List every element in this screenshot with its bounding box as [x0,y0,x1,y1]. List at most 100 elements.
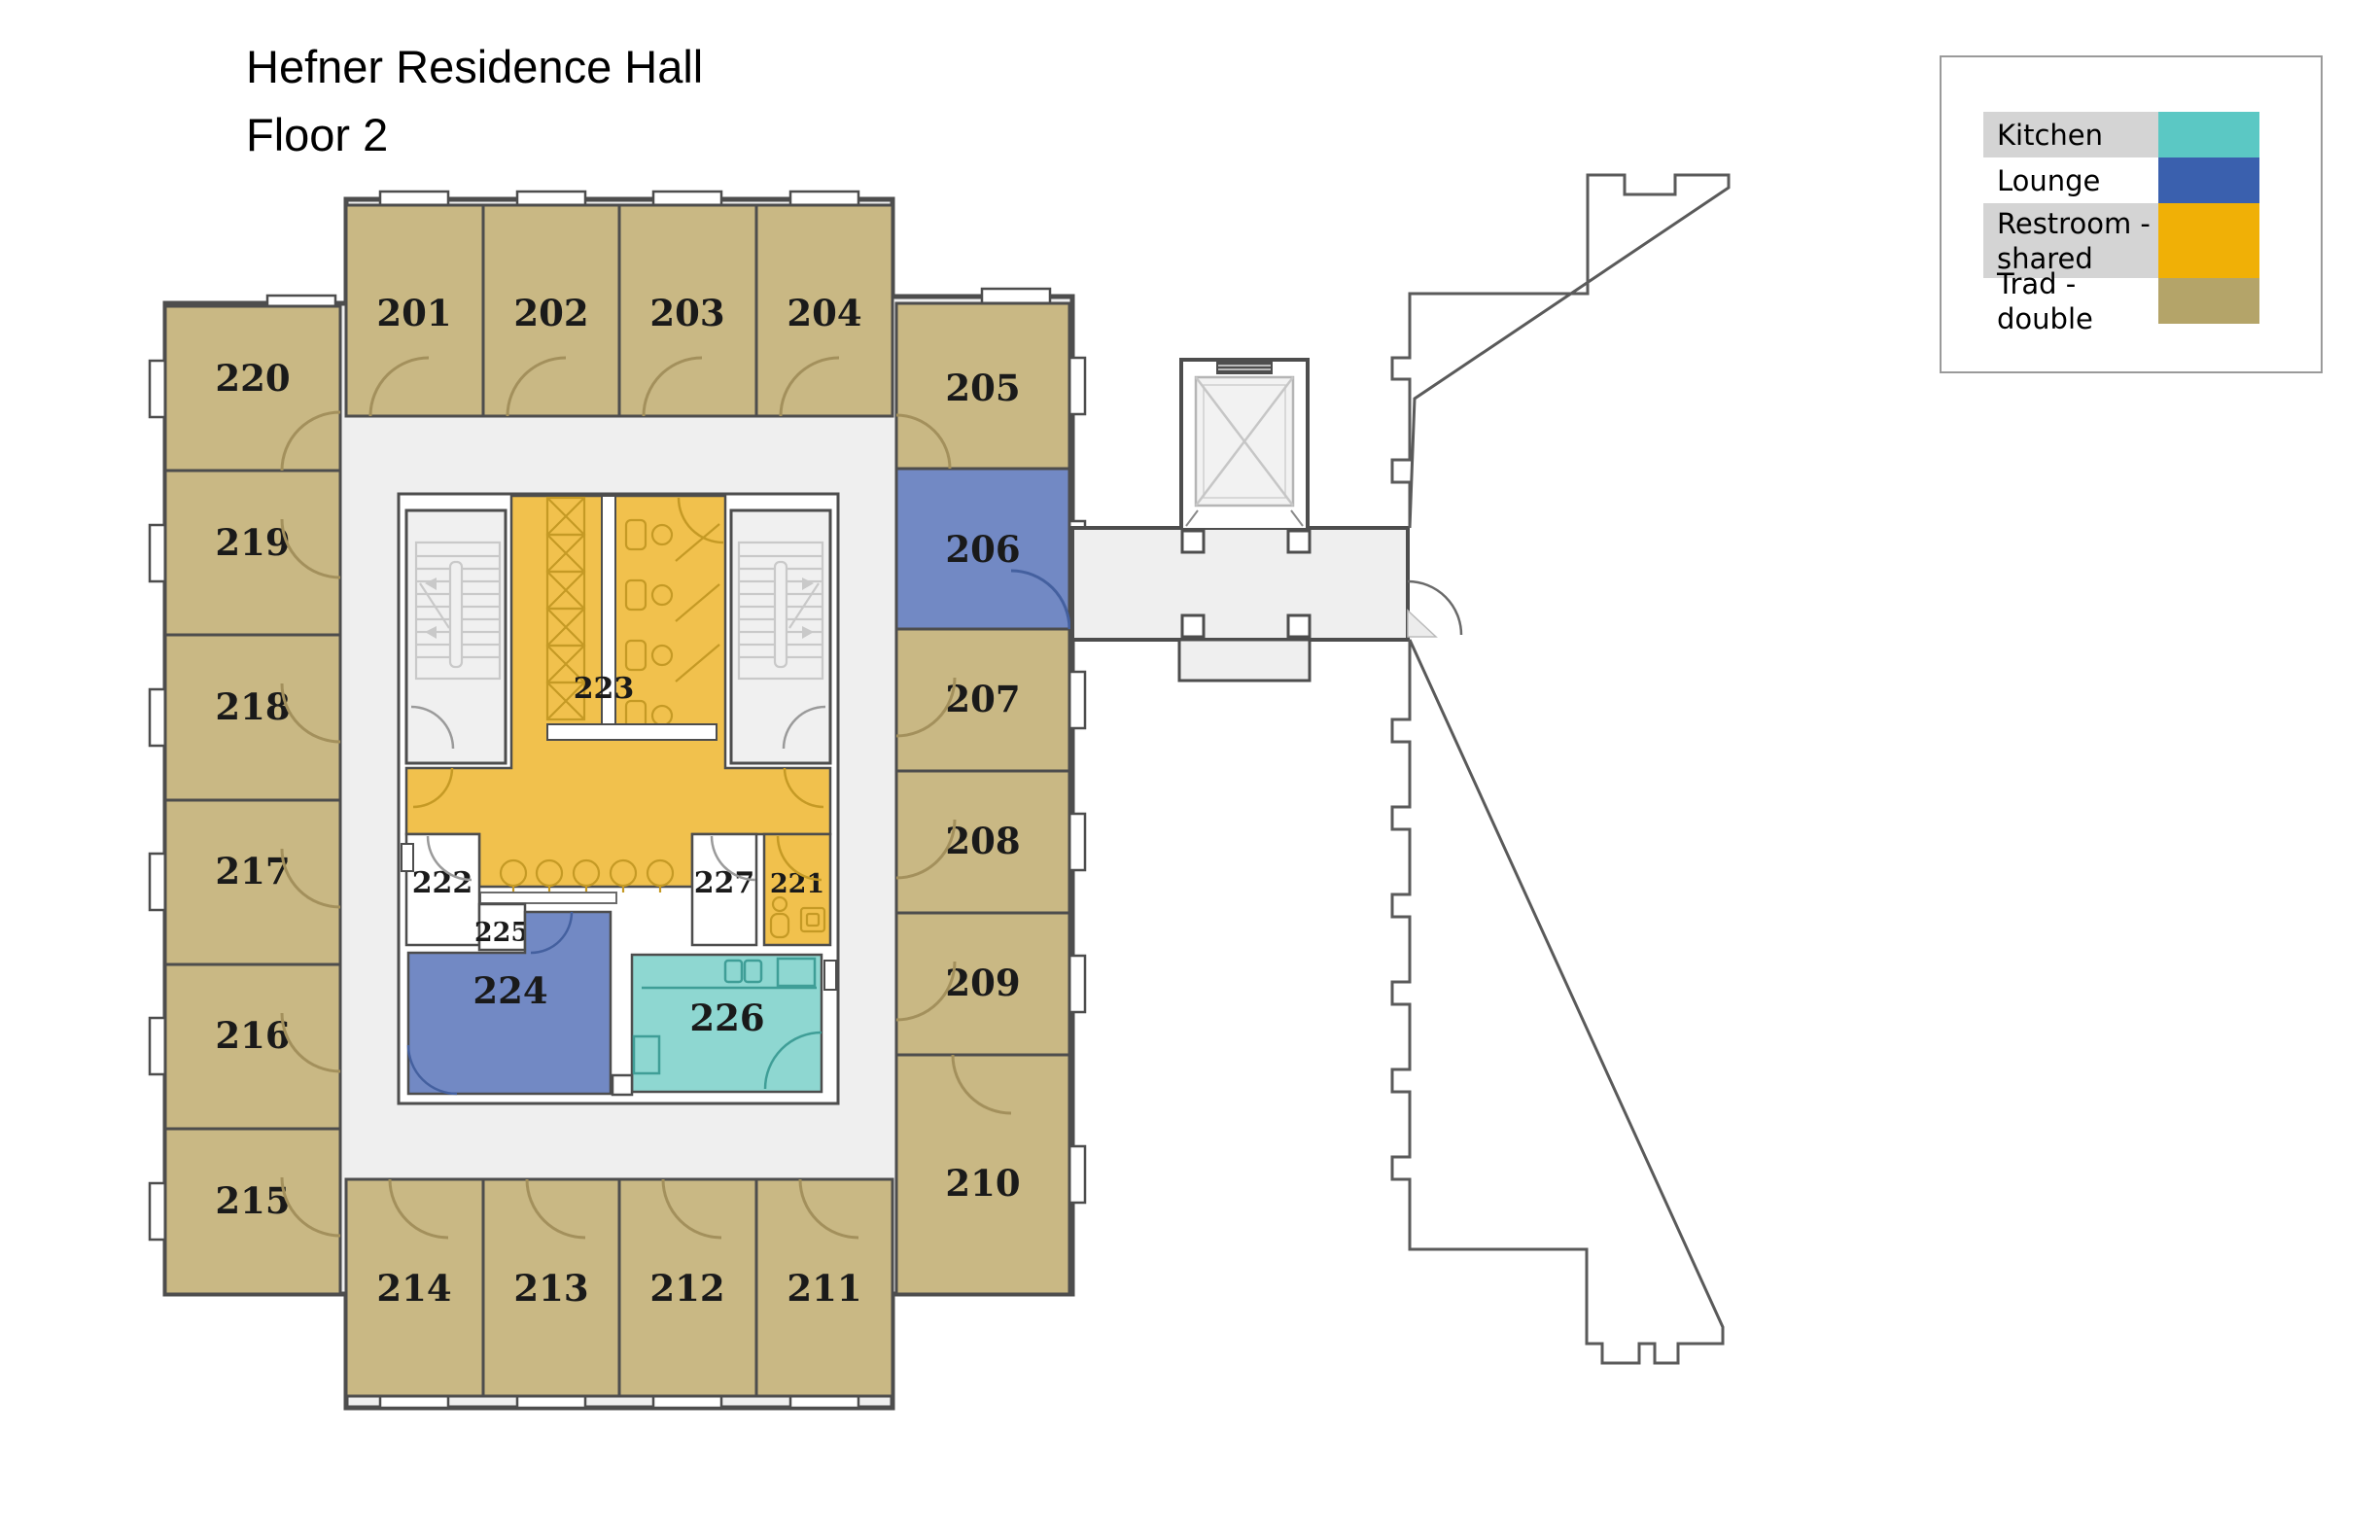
legend-rows: Kitchen Lounge Restroom - shared Trad [1983,112,2259,335]
restroom-partition [546,723,718,741]
door-arc-icon [410,705,455,750]
door-arc-icon [661,1178,722,1240]
window-icon [148,1016,167,1076]
window-icon [1068,670,1087,730]
legend-row-lounge: Lounge [1983,158,2259,203]
legend-row-restroom: Restroom - shared [1983,203,2259,278]
door-arcs-core [406,497,824,1096]
room-201-label: 201 [376,292,451,334]
wing-upper-outline [1390,173,1731,529]
room-207-area [894,627,1071,773]
window-icon [148,359,167,419]
room-211-area [754,1177,894,1398]
door-arc-icon [710,835,756,882]
door-arc-icon [895,677,957,738]
legend-row-kitchen: Kitchen [1983,112,2259,158]
window-icon [148,523,167,583]
door-arc-icon [951,1054,1012,1115]
room-214-label: 214 [376,1267,451,1310]
door-arc-icon [642,356,703,417]
sinks-icon [499,858,675,892]
east-wing [1070,173,1731,1365]
legend-swatch-trad-double [2158,278,2259,324]
room-225-area [477,902,527,952]
room-213: 213 [481,1177,621,1398]
room-215-label: 215 [215,1179,290,1222]
room-203-label: 203 [649,292,724,334]
elevator-door-lines [1218,365,1271,370]
room-205-label: 205 [945,367,1020,409]
legend-label-trad-double: Trad - double [1983,267,2158,335]
window-icon [148,1181,167,1242]
door-arc-icon [798,1178,859,1240]
legend-row-trad-double: Trad - double [1983,267,2259,335]
door-arc-icon [782,705,826,750]
legend-label-kitchen: Kitchen [1983,112,2158,158]
east-corridor-stub [1177,638,1312,682]
room-209: 209 [894,911,1071,1057]
room-209-label: 209 [945,962,1020,1004]
room-213-area [481,1177,621,1398]
door-arc-icon [406,1044,458,1096]
room-222: 222 [401,832,481,947]
room-223-label: 223 [574,672,635,706]
legend-text: Lounge [1997,163,2101,197]
door-arc-icon [388,1178,449,1240]
toilet-sink-icon [769,895,826,939]
room-220: 220 [163,304,342,472]
door-arc-icon [677,497,724,544]
door-arc-icon [280,848,341,909]
room-218: 218 [163,633,342,802]
legend-swatch-restroom [2158,203,2259,278]
room-227-area [690,832,758,947]
door-arc-icon [412,767,454,809]
ramp-icon [1407,609,1438,638]
legend-text: Restroom - [1997,206,2151,240]
room-217: 217 [163,798,342,966]
window-icon [148,852,167,912]
core-rooms: 222 227 221 225 [401,832,837,1097]
room-227-label: 227 [694,866,755,900]
door-arc-icon [895,961,957,1022]
room-226-label: 226 [689,997,764,1039]
room-208: 208 [894,769,1071,915]
kitchen-counter-icon [632,957,817,1075]
room-224-area [406,910,612,1096]
stairwell-right [729,508,832,765]
window-icon [1068,812,1087,872]
east-corridor [1070,526,1410,642]
stairs-icon [737,541,824,681]
room-202-area [481,203,621,418]
elevator-x-icon [1195,376,1294,507]
legend-swatch-lounge [2158,158,2259,203]
elevator-door-icon [1216,361,1273,374]
room-220-label: 220 [215,357,290,400]
room-205-area [894,301,1071,471]
room-202-label: 202 [513,292,588,334]
door-arc-icon [280,1012,341,1073]
elevator [1179,358,1310,528]
door-arc-icon [776,835,822,882]
room-225: 225 [474,902,529,952]
shower-stalls-icon [545,496,586,721]
window-notches [148,190,1087,1410]
room-216-label: 216 [215,1014,290,1057]
room-227: 227 [690,832,758,947]
room-220-area [163,304,342,472]
door-arc-icon [280,1176,341,1238]
sink-counter [479,892,617,904]
page-title: Hefner Residence Hall Floor 2 [246,33,703,169]
room-202: 202 [481,203,621,418]
room-207: 207 [894,627,1071,773]
door-arc-icon [280,682,341,744]
legend-label-restroom: Restroom - shared [1983,203,2158,278]
door-arc-icon [779,356,840,417]
room-207-label: 207 [945,678,1020,720]
room-225-label: 225 [474,918,529,948]
window-icon [1068,356,1087,416]
room-201-area [344,203,485,418]
room-224: 224 [406,910,612,1096]
window-icon [148,687,167,748]
stairs-icon [414,541,502,681]
floor-name: Floor 2 [246,109,389,160]
